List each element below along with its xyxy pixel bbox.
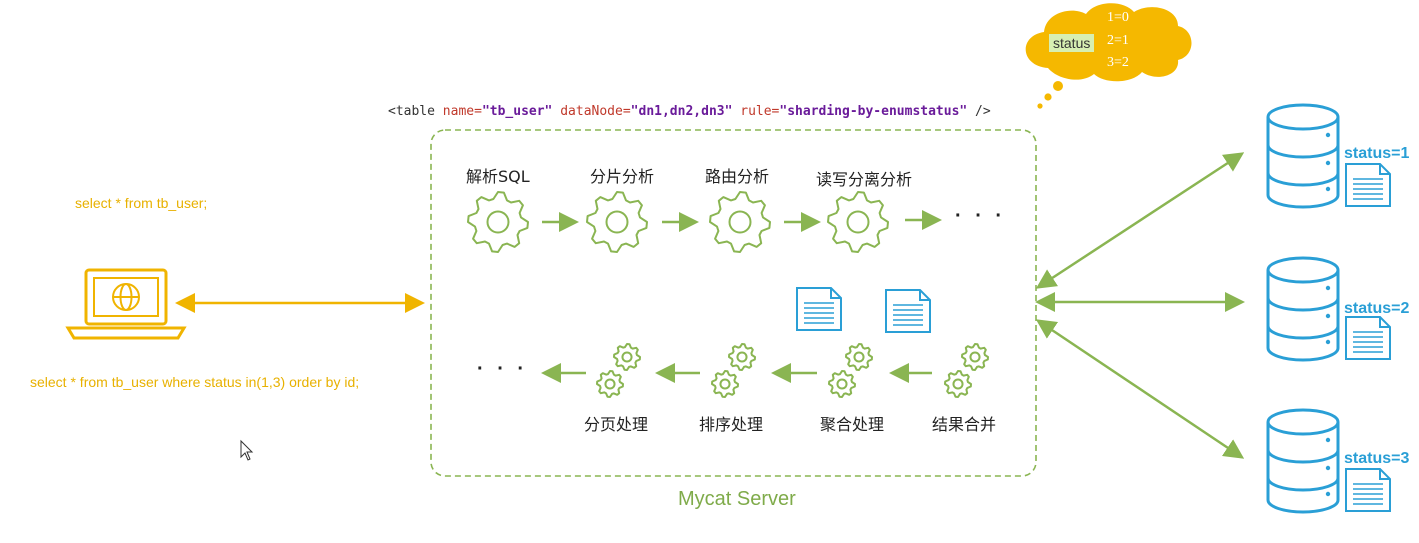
config-val-datanode: "dn1,dn2,dn3" [630,104,733,119]
config-val-rule: "sharding-by-enumstatus" [779,104,968,119]
config-attr-datanode: dataNode= [560,104,631,119]
document-icon [1345,163,1391,207]
step-parse-sql: 解析SQL [466,167,530,186]
node1-arrow [1035,152,1245,289]
node2-label: status=2 [1344,300,1410,317]
cloud-mapping-1: 1=0 [1107,10,1129,25]
cloud-status-tag: status [1049,34,1095,52]
server-label: Mycat Server [678,488,796,510]
config-prefix: <table [388,104,443,119]
cloud-mapping-2: 2=1 [1107,33,1129,48]
cloud-mapping-3: 3=2 [1107,55,1129,70]
node3-arrow [1035,319,1245,459]
config-suffix: /> [967,104,991,119]
gears-icon [711,370,739,398]
gears-icon [613,343,641,371]
gear-icon [827,191,889,253]
gear-icon [467,191,529,253]
database-icon [1266,256,1340,362]
document-icon [1345,468,1391,512]
gears-icon [944,370,972,398]
table-config-line: <table name="tb_user" dataNode="dn1,dn2,… [388,104,991,119]
document-icon [1345,316,1391,360]
top-ellipsis: · · · [955,205,1007,227]
gears-icon [828,370,856,398]
config-attr-rule: rule= [740,104,780,119]
gears-icon [961,343,989,371]
document-icon [885,289,931,333]
mouse-cursor-icon [240,439,254,461]
client-sql-rewritten: select * from tb_user where status in(1,… [30,374,360,390]
top-gear-row [467,191,942,253]
gears-icon [596,370,624,398]
node1-label: status=1 [1344,145,1410,162]
document-icon [796,287,842,331]
database-icon [1266,103,1340,209]
step-aggregation: 聚合处理 [820,415,885,434]
node3-label: status=3 [1344,450,1410,467]
bottom-gear-row [541,343,989,398]
bottom-ellipsis: · · · [477,358,529,380]
step-pagination: 分页处理 [584,415,649,434]
cloud-icon [1025,3,1192,109]
gears-icon [845,343,873,371]
gear-icon [709,191,771,253]
gear-icon [586,191,648,253]
step-route-analysis: 路由分析 [705,167,770,186]
client-sql-query: select * from tb_user; [75,195,208,211]
step-result-merge: 结果合并 [932,415,997,434]
config-val-name: "tb_user" [481,104,553,119]
step-shard-analysis: 分片分析 [590,167,655,186]
config-attr-name: name= [442,104,482,119]
gears-icon [728,343,756,371]
database-icon [1266,408,1340,514]
laptop-icon [65,268,187,340]
step-sorting: 排序处理 [699,415,764,434]
step-rw-split-analysis: 读写分离分析 [816,170,913,189]
